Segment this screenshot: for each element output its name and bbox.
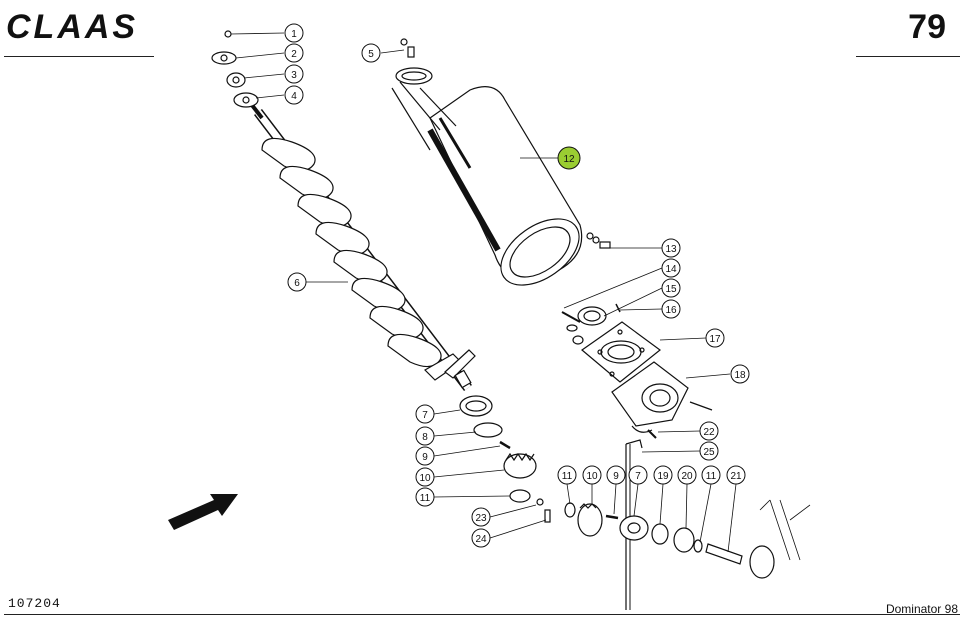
- callout-label: 14: [665, 264, 677, 275]
- seal-15-part: [577, 303, 621, 326]
- right-drive-set: [564, 499, 811, 579]
- callout-7: 7: [415, 404, 435, 424]
- callout-label: 24: [475, 534, 487, 545]
- callout-3: 3: [284, 64, 304, 84]
- callout-10: 10: [415, 467, 435, 487]
- leader-lines: [230, 32, 737, 553]
- page-number: 79: [908, 8, 946, 46]
- bearing-plate-17-part: [581, 321, 661, 383]
- callout-13: 13: [661, 238, 681, 258]
- callout-label: 23: [475, 513, 487, 524]
- callout-11: 11: [415, 487, 435, 507]
- callout-16: 16: [661, 299, 681, 319]
- callout-10b: 10: [582, 465, 602, 485]
- callout-label: 19: [657, 471, 669, 482]
- callout-label: 25: [703, 447, 715, 458]
- callout-1: 1: [284, 23, 304, 43]
- claas-logo: CLAAS: [6, 8, 139, 46]
- callout-15: 15: [661, 278, 681, 298]
- callout-label: 17: [709, 334, 721, 345]
- callout-label: 13: [665, 244, 677, 255]
- callout-5: 5: [361, 43, 381, 63]
- callout-label: 20: [681, 471, 693, 482]
- reference-code: 107204: [8, 596, 61, 611]
- header-rule-left: [4, 56, 154, 57]
- callout-label: 7: [635, 471, 641, 482]
- callout-label: 9: [613, 471, 619, 482]
- callout-label: 2: [291, 49, 297, 60]
- callout-21: 21: [726, 465, 746, 485]
- callout-8: 8: [415, 426, 435, 446]
- callout-label: 21: [730, 471, 742, 482]
- callout-14: 14: [661, 258, 681, 278]
- auger-top-parts: [211, 30, 259, 108]
- auger-tube-part: [391, 38, 583, 286]
- callout-label: 11: [706, 471, 717, 482]
- callout-18: 18: [730, 364, 750, 384]
- callout-label: 11: [420, 493, 431, 504]
- callout-11b: 11: [557, 465, 577, 485]
- auger-part: [246, 98, 476, 392]
- left-drive-set: [459, 395, 537, 503]
- callout-4: 4: [284, 85, 304, 105]
- washer-23-bolt-24-part: [536, 498, 551, 523]
- callout-22: 22: [699, 421, 719, 441]
- callout-label: 6: [294, 278, 300, 289]
- callout-9: 9: [415, 446, 435, 466]
- callout-12-highlighted: 12: [557, 146, 581, 170]
- callout-label: 4: [291, 91, 297, 102]
- callout-label: 11: [562, 471, 573, 482]
- footer-rule: [4, 614, 960, 615]
- callout-2: 2: [284, 43, 304, 63]
- callout-label: 12: [563, 154, 575, 165]
- callout-label: 22: [703, 427, 715, 438]
- callout-label: 7: [422, 410, 428, 421]
- callout-20: 20: [677, 465, 697, 485]
- callout-23: 23: [471, 507, 491, 527]
- callout-24: 24: [471, 528, 491, 548]
- callout-7b: 7: [628, 465, 648, 485]
- screw-13-part: [586, 232, 611, 249]
- callout-label: 9: [422, 452, 428, 463]
- callout-label: 1: [291, 29, 297, 40]
- direction-arrow: [168, 494, 238, 530]
- bolt-14-part: [561, 311, 584, 345]
- callout-label: 18: [734, 370, 746, 381]
- callout-label: 16: [665, 305, 677, 316]
- callout-11c: 11: [701, 465, 721, 485]
- callout-17: 17: [705, 328, 725, 348]
- callout-label: 5: [368, 49, 374, 60]
- callout-label: 10: [419, 473, 431, 484]
- callout-25: 25: [699, 441, 719, 461]
- callout-label: 8: [422, 432, 428, 443]
- callout-label: 3: [291, 70, 297, 81]
- callout-6: 6: [287, 272, 307, 292]
- callout-label: 15: [665, 284, 677, 295]
- gear-housing-18-part: [611, 361, 713, 433]
- callout-19: 19: [653, 465, 673, 485]
- header-rule-right: [856, 56, 960, 57]
- callout-label: 10: [586, 471, 598, 482]
- callout-9b: 9: [606, 465, 626, 485]
- model-name: Dominator 98: [885, 602, 958, 616]
